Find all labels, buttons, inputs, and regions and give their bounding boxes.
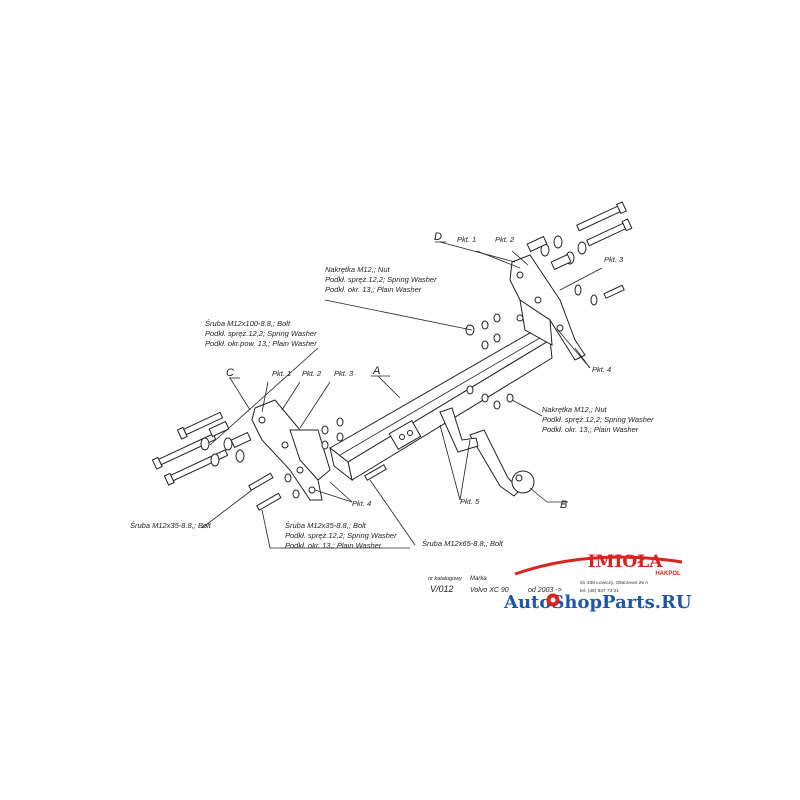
note-line: Podkł. spręż.12,2; Spring Washer [205,329,317,338]
note-bottom-left: Śruba M12x35-8.8,; Bolt [130,521,212,530]
title-years: od 2003 -> [528,587,562,594]
crossbar-nut-row [321,313,514,450]
right-bolt-stack [526,201,633,306]
note-line: Podkł. spręż.12,2; Spring Washer [542,415,654,424]
note-line: Śruba M12x100-8.8,; Bolt [205,319,291,328]
note-line: Podkł. okr. 13,; Plain Washer [285,541,382,550]
note-right: Nakrętka M12,; Nut Podkł. spręż.12,2; Sp… [542,405,654,434]
note-line: Nakrętka M12,; Nut [325,265,391,274]
note-line: Podkł. spręż.12,2; Spring Washer [285,531,397,540]
logo-swoosh [514,555,683,576]
callout-b: B [560,499,567,511]
note-line: Nakrętka M12,; Nut [542,405,608,414]
callout-c: C [226,367,234,379]
right-side-bracket [509,254,586,361]
logo-company-name: IMIOŁA [588,552,664,572]
lower-bolts [248,464,387,511]
title-header-brand: Marka [470,576,487,582]
callout-pkt1-right: Pkt. 1 [457,235,476,244]
callout-a: A [372,365,380,377]
watermark-text: AutoShopParts.RU [503,592,692,613]
note-top-center: Nakrętka M12,; Nut Podkł. spręż.12,2; Sp… [325,265,437,294]
callout-pkt4-right: Pkt. 4 [592,365,611,374]
note-bottom-right: Śruba M12x65-8.8,; Bolt [422,539,504,548]
callout-pkt2-left: Pkt. 2 [302,369,322,378]
note-line: Śruba M12x35-8.8,; Bolt [285,521,367,530]
title-catalog-number: V/012 [430,584,454,594]
note-line: Podkł. okr. 13,; Plain Washer [325,285,422,294]
note-line: Śruba M12x65-8.8,; Bolt [422,539,504,548]
title-vehicle: Volvo XC 90 [470,587,509,594]
company-address: 91-338 Łowiczy, Ołtarzewo 29 A [580,580,649,586]
callout-d: D [434,231,442,243]
company-logo: IMIOŁA HAKPOL 91-338 Łowiczy, Ołtarzewo … [514,552,683,594]
left-bolt-stack [151,411,252,486]
callout-pkt1-left: Pkt. 1 [272,369,291,378]
callout-pkt4-left: Pkt. 4 [352,499,371,508]
note-line: Podkł. okr.pow. 13,; Plain Washer [205,339,317,348]
title-block: nr katalogowy Marka V/012 Volvo XC 90 od… [428,576,562,594]
main-crossbar [329,329,553,482]
note-bottom-mid: Śruba M12x35-8.8,; Bolt Podkł. spręż.12,… [285,521,397,550]
note-line: Podkł. okr. 13,; Plain Washer [542,425,639,434]
note-line: Śruba M12x35-8.8,; Bolt [130,521,212,530]
title-header-catalog: nr katalogowy [428,576,463,582]
callout-pkt3-left: Pkt. 3 [334,369,354,378]
callout-labels: A B C D Pkt. 1 Pkt. 2 Pkt. 3 Pkt. 4 Pkt.… [226,231,624,511]
logo-company-sub: HAKPOL [655,571,681,577]
tow-ball-neck [439,407,535,497]
gear-icon [546,593,560,607]
company-phone: tel. (46) 837 73 21 [580,588,619,594]
left-side-bracket [251,399,331,501]
callout-pkt3-right: Pkt. 3 [604,255,624,264]
callout-pkt5: Pkt. 5 [460,497,480,506]
leader-lines [201,241,603,549]
note-line: Podkł. spręż.12,2; Spring Washer [325,275,437,284]
watermark: AutoShopParts.RU [503,592,692,613]
callout-pkt2-right: Pkt. 2 [495,235,515,244]
note-left: Śruba M12x100-8.8,; Bolt Podkł. spręż.12… [205,319,317,348]
